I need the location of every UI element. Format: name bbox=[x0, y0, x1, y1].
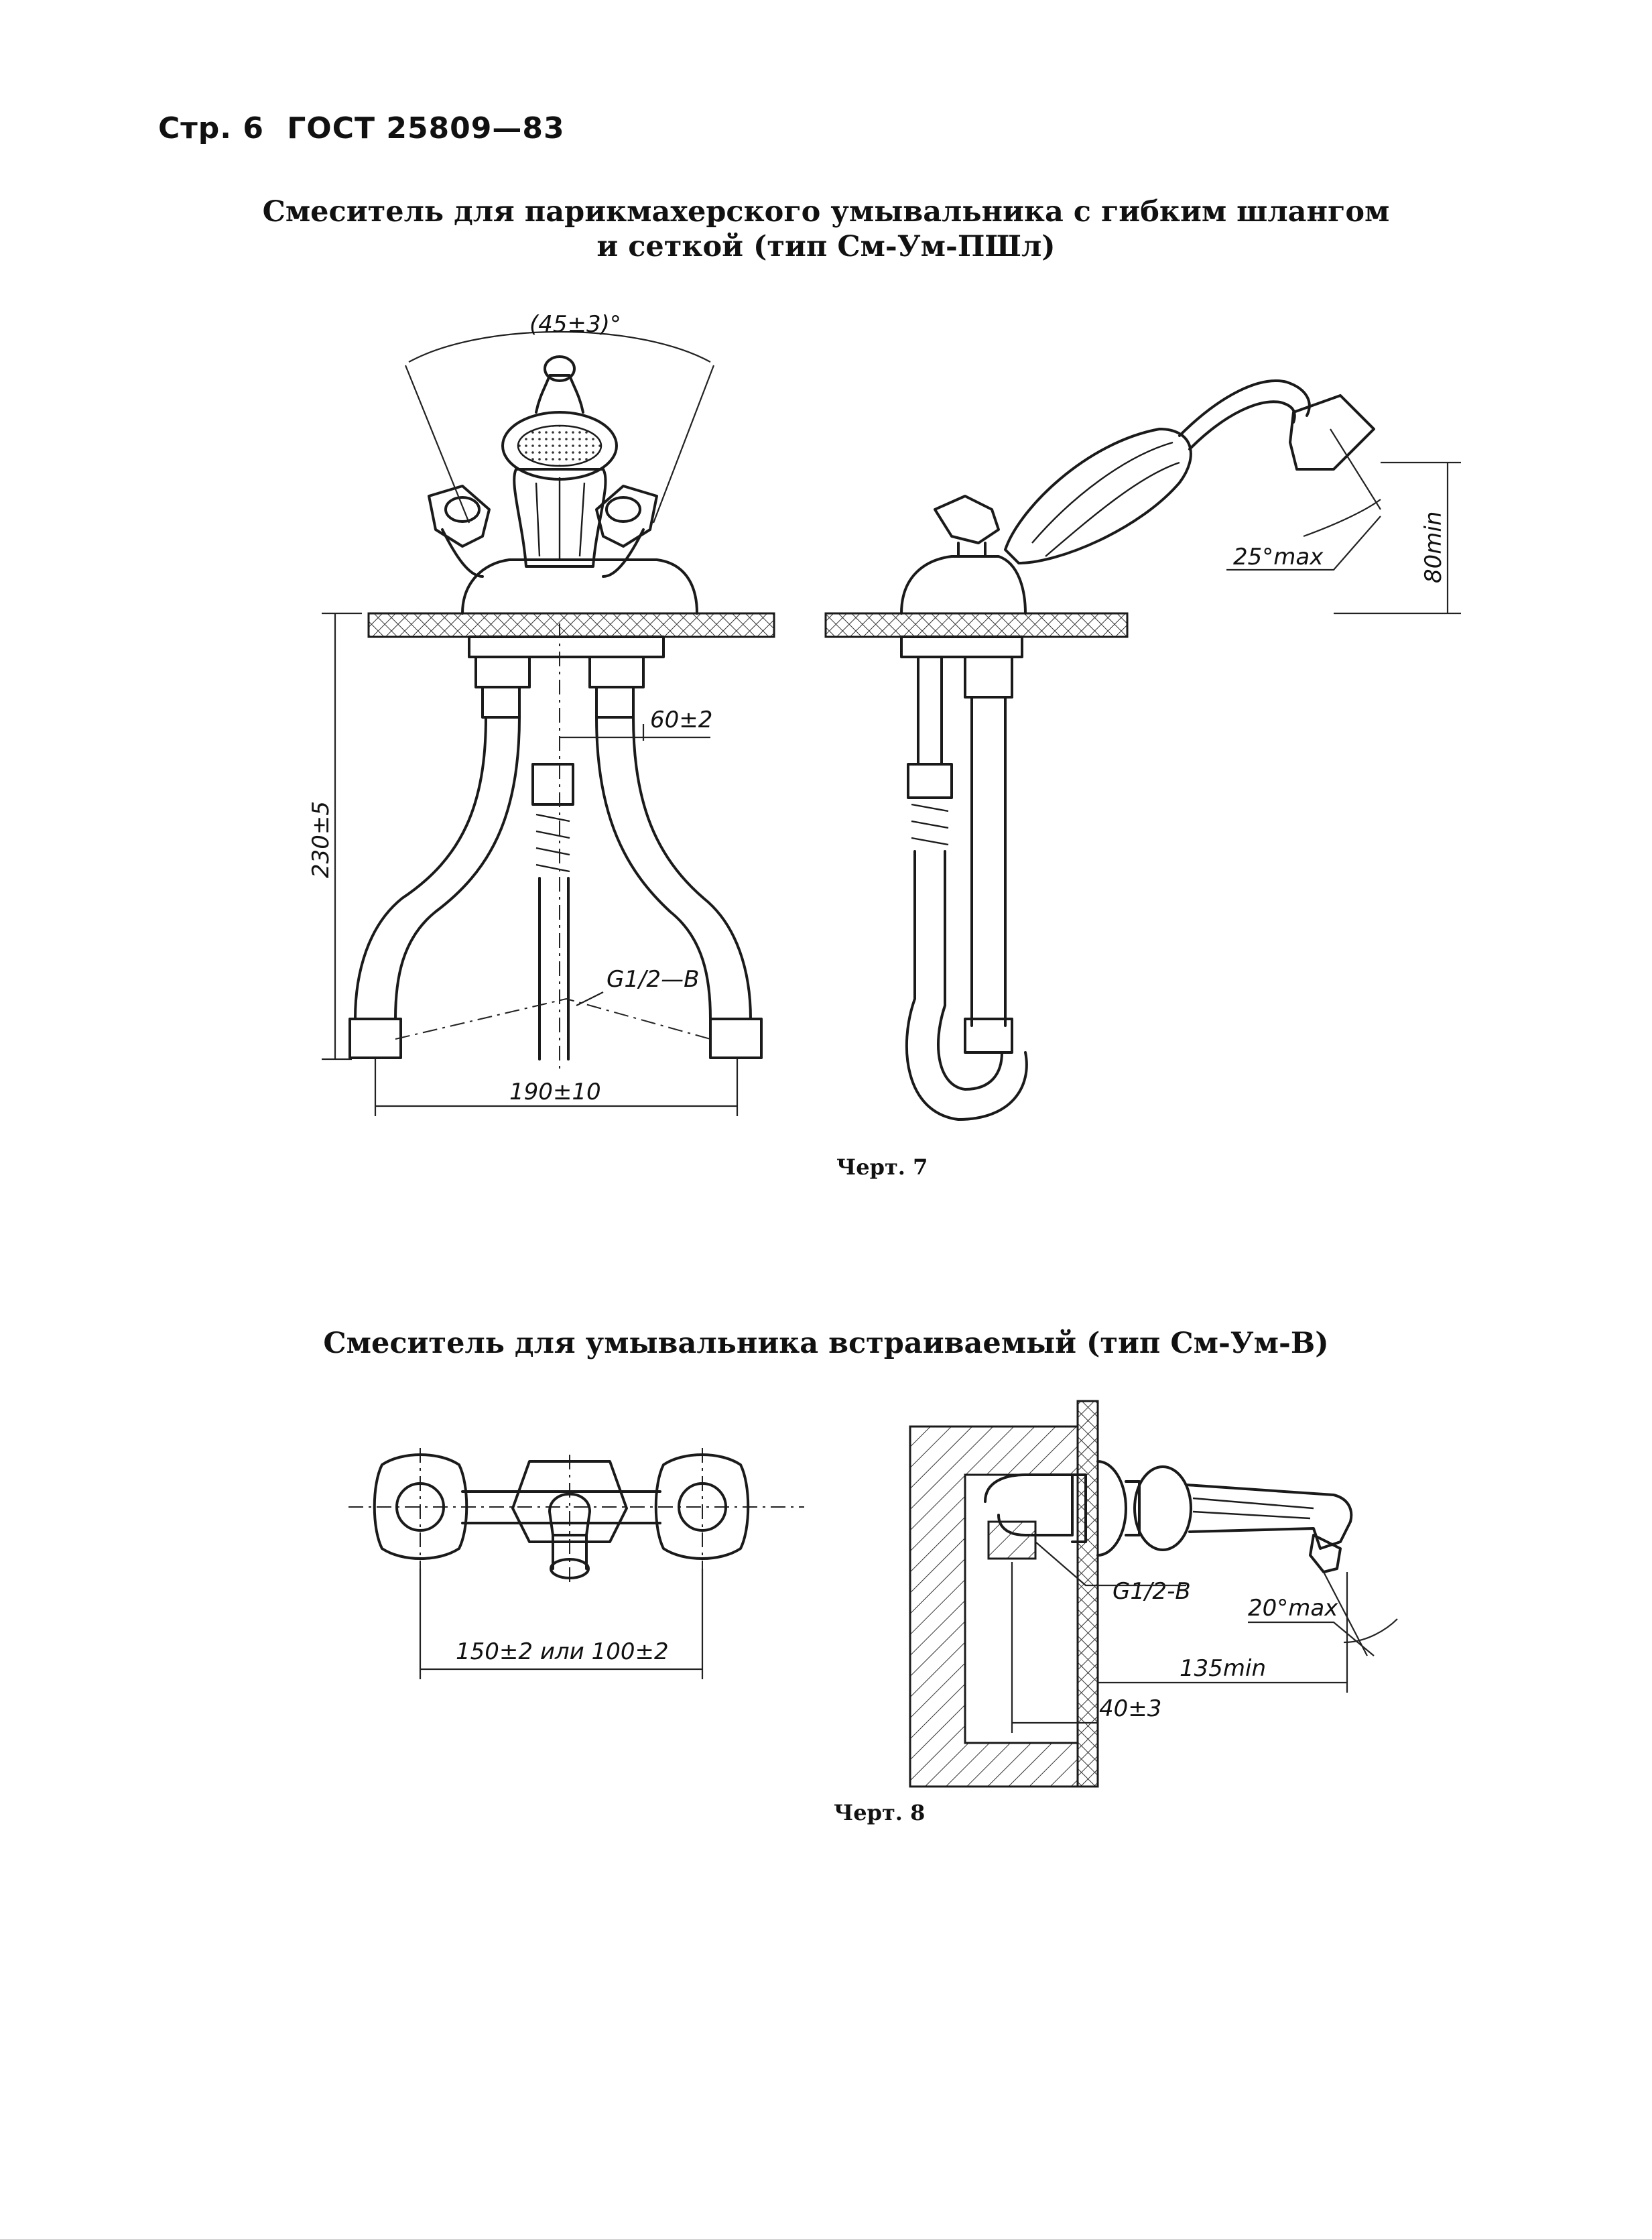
figure7-title-line1: Смеситель для парикмахерского умывальник… bbox=[262, 195, 1390, 229]
dim-shower-angle: 25°max bbox=[1233, 544, 1324, 570]
fig7-side-view: 25°max 80min bbox=[824, 379, 1461, 1121]
wall-tile bbox=[1076, 1400, 1099, 1788]
counter-slab-side bbox=[824, 612, 1129, 638]
shower-handle bbox=[513, 468, 607, 568]
fig8-front-view: 150±2 или 100±2 bbox=[348, 1448, 804, 1679]
counter-slab bbox=[367, 612, 775, 638]
side-body bbox=[900, 555, 1027, 615]
dim-width: 190±10 bbox=[509, 1079, 601, 1105]
side-shower-handle bbox=[1004, 428, 1192, 564]
figure8-caption: Черт. 8 bbox=[834, 1800, 926, 1825]
center-hose bbox=[538, 877, 570, 1061]
wall-section bbox=[909, 1425, 1079, 1788]
reach-dimension bbox=[1098, 1572, 1348, 1693]
dim-center: 60±2 bbox=[650, 707, 712, 733]
height-dimension bbox=[322, 612, 362, 1061]
side-shower-head bbox=[1289, 394, 1375, 471]
mixer-body bbox=[461, 558, 698, 615]
shower-mesh bbox=[517, 424, 602, 467]
angle-dimension bbox=[408, 330, 711, 363]
figure7-title: Смеситель для парикмахерского умывальник… bbox=[0, 194, 1652, 264]
standard-number: ГОСТ 25809—83 bbox=[287, 111, 565, 145]
side-supply-pipe bbox=[970, 696, 1007, 1027]
dim-thread: G1/2—B bbox=[607, 966, 699, 993]
fig8-dim-depth: 40±3 bbox=[1099, 1695, 1161, 1722]
fig8-right-handle bbox=[654, 1453, 750, 1560]
spacing-dimension bbox=[419, 1569, 704, 1679]
right-valve-handle bbox=[595, 485, 658, 548]
fig7-front-view: (45±3)° 230±5 60±2 G1/2—B 190±10 bbox=[308, 311, 775, 1116]
fig8-center-body bbox=[511, 1460, 628, 1543]
shower-height-dimension bbox=[1334, 461, 1461, 615]
shower-neck bbox=[1178, 379, 1311, 437]
fig8-spout bbox=[1185, 1484, 1353, 1550]
page-label: Стр. 6 bbox=[158, 111, 264, 145]
fig8-dim-reach: 135min bbox=[1180, 1655, 1266, 1682]
figure7-title-line2: и сеткой (тип См-Ум-ПШл) bbox=[596, 230, 1056, 263]
page-header: Стр. 6 ГОСТ 25809—83 bbox=[158, 111, 565, 145]
fig8-dim-thread: G1/2-B bbox=[1113, 1578, 1191, 1605]
fig8-side-view: G1/2-B 20°max 135min 40±3 bbox=[909, 1400, 1398, 1788]
dim-spacing: 150±2 или 100±2 bbox=[456, 1638, 669, 1665]
side-hose-loop bbox=[905, 850, 1028, 1121]
shower-head bbox=[501, 411, 618, 481]
side-valve-handle bbox=[934, 495, 1000, 544]
fig8-flange bbox=[1096, 1460, 1127, 1557]
left-supply-pipe bbox=[354, 716, 487, 1020]
dim-shower-height: 80min bbox=[1420, 511, 1447, 583]
fig8-spout-base bbox=[1133, 1465, 1192, 1551]
depth-dimension bbox=[1011, 1562, 1098, 1733]
dim-angle: (45±3)° bbox=[529, 311, 621, 338]
fig8-aerator bbox=[550, 1558, 590, 1579]
dim-height: 230±5 bbox=[308, 801, 334, 878]
right-supply-pipe bbox=[632, 716, 752, 1020]
fig8-dim-angle: 20°max bbox=[1248, 1595, 1338, 1622]
figure8-title: Смеситель для умывальника встраиваемый (… bbox=[323, 1327, 1329, 1360]
left-valve-handle bbox=[428, 485, 491, 548]
figure7-caption: Черт. 7 bbox=[836, 1154, 928, 1180]
fig8-left-handle bbox=[373, 1453, 468, 1560]
width-dimension bbox=[374, 1059, 739, 1116]
